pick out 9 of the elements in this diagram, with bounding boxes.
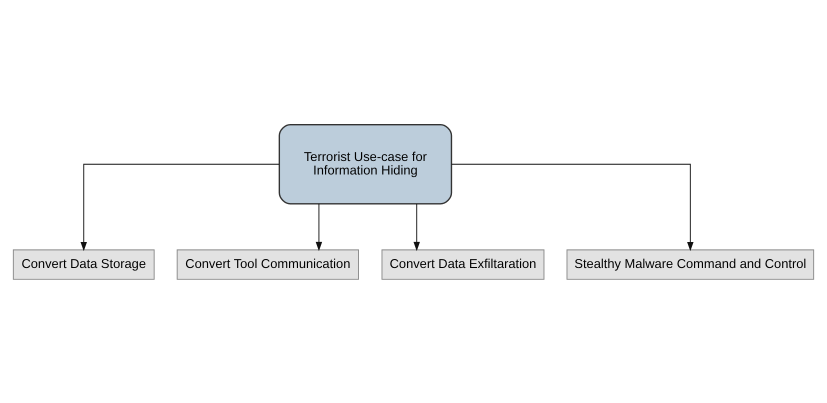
node-box: Convert Data Storage xyxy=(12,248,155,280)
arrow xyxy=(451,163,694,251)
node-box: Terrorist Use-case for Information Hiding xyxy=(278,124,452,204)
arrow xyxy=(80,163,280,251)
arrow xyxy=(414,202,420,251)
node-box: Stealthy Malware Command and Control xyxy=(566,248,814,280)
node-box: Convert Data Exfiltaration xyxy=(382,248,544,280)
node-box: Convert Tool Communication xyxy=(176,248,359,280)
arrow xyxy=(316,202,322,251)
